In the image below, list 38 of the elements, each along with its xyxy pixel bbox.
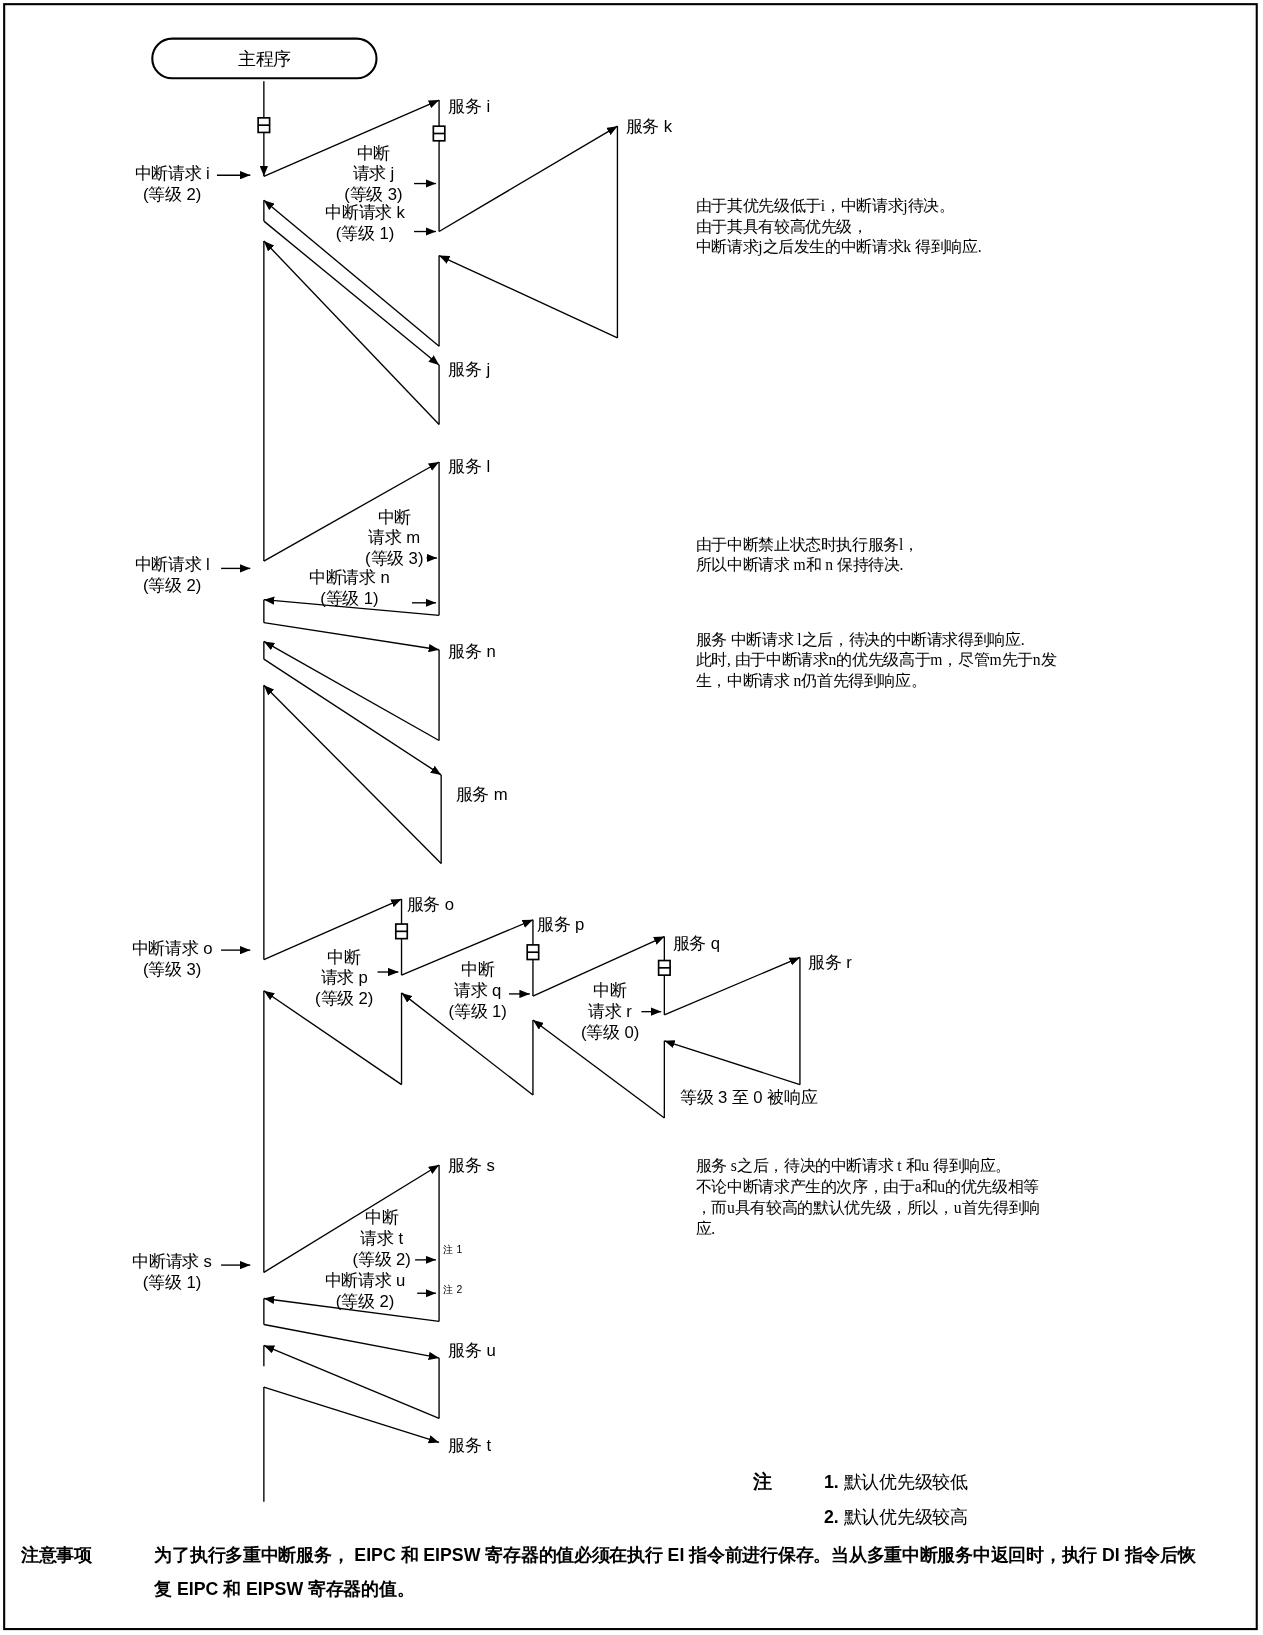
service-label: 服务 j	[448, 359, 491, 381]
service-label: 服务 t	[448, 1435, 492, 1456]
service-label: 服务 r	[808, 952, 852, 973]
request-label: 中断请求 s (等级 1)	[132, 1251, 212, 1294]
terminal-capsule: 主程序	[151, 37, 378, 80]
request-label: 中断请求 i (等级 2)	[134, 163, 210, 206]
annotation-text: 由于其优先级低于i，中断请求j待决。由于其具有较高优先级，中断请求j之后发生的中断请求k 得到响应.	[695, 196, 982, 258]
request-label: 中断请求 o (等级 3)	[131, 938, 213, 981]
service-label: 服务 m	[455, 784, 508, 806]
status-label: 等级 3 至 0 被响应	[680, 1087, 818, 1109]
request-label: 中断请求 q (等级 1)	[448, 959, 507, 1022]
service-label: 服务 o	[406, 894, 455, 916]
request-label: 中断请求 m (等级 3)	[365, 506, 424, 569]
request-label: 中断请求 r (等级 0)	[580, 980, 640, 1043]
service-label: 服务 k	[625, 116, 673, 138]
request-label: 中断请求 p (等级 2)	[314, 947, 374, 1010]
caution-heading: 注意事项	[20, 1544, 92, 1568]
request-label: 中断请求 t (等级 2)	[352, 1207, 411, 1271]
request-label: 中断请求 j (等级 3)	[344, 142, 403, 204]
note-item: 2. 默认优先级较高	[823, 1506, 968, 1529]
service-label: 服务 q	[672, 933, 720, 955]
note-heading: 注	[753, 1470, 772, 1495]
service-label: 服务 s	[448, 1155, 495, 1177]
note-mark: 注 2	[443, 1283, 463, 1297]
service-label: 服务 p	[537, 914, 585, 936]
service-label: 服务 n	[448, 641, 496, 663]
note-item: 1. 默认优先级较低	[823, 1471, 968, 1495]
service-label: 服务 u	[448, 1340, 496, 1361]
request-label: 中断请求 n (等级 1)	[309, 567, 390, 609]
request-label: 中断请求 k (等级 1)	[325, 203, 405, 244]
caution-text: 为了执行多重中断服务， EIPC 和 EIPSW 寄存器的值必须在执行 EI 指令前进行保存。当从多重中断服务中返回时，执行 DI 指令后恢复 EIPC 和 EIPSW 寄存器的值。	[154, 1544, 1197, 1601]
service-label: 服务 i	[448, 96, 491, 117]
service-label: 服务 l	[448, 456, 491, 478]
annotation-text: 由于中断禁止状态时执行服务l，所以中断请求 m和 n 保持待决.	[695, 535, 919, 576]
annotation-text: 服务 中断请求 l之后，待决的中断请求得到响应.此时, 由于中断请求n的优先级高于m，尽管m先于n发生，中断请求 n仍首先得到响应。	[695, 630, 1057, 692]
note-mark: 注 1	[443, 1243, 463, 1256]
annotation-text: 服务 s之后，待决的中断请求 t 和u 得到响应。不论中断请求产生的次序，由于a和u的优先级相等，而u具有较高的默认优先级，所以，u首先得到响应.	[695, 1156, 1040, 1239]
request-label: 中断请求 l (等级 2)	[134, 554, 210, 597]
